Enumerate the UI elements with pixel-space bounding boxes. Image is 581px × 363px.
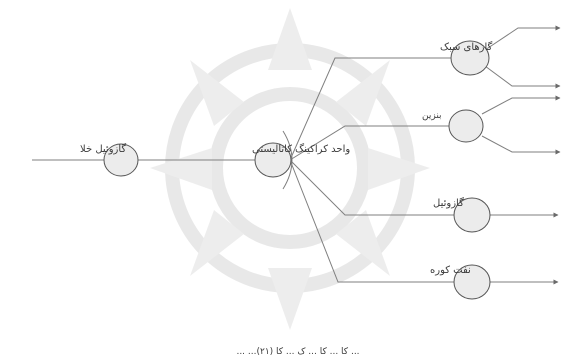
light-gases-output-bottom-line — [485, 66, 560, 86]
gasoline-label: بنزین — [422, 111, 442, 121]
cracking-unit-label: واحد کراکینگ کاتالیستی — [252, 143, 350, 155]
light-gases-output-top-line — [485, 28, 560, 50]
feed-label: گازوئیل خلا — [80, 143, 126, 155]
gasoline-node — [449, 110, 483, 142]
fuel-oil-label: نفت کوره — [430, 265, 471, 276]
light-gases-label: گازهای سبک — [440, 41, 493, 53]
gasoline-output-bottom-line — [482, 136, 560, 152]
gasoline-output-top-line — [482, 98, 560, 114]
figure-caption: ... ...(۲۱) کا ... کا ... ک ... کا ... — [236, 346, 359, 357]
gasoil-label: گازوئیل — [433, 197, 464, 209]
